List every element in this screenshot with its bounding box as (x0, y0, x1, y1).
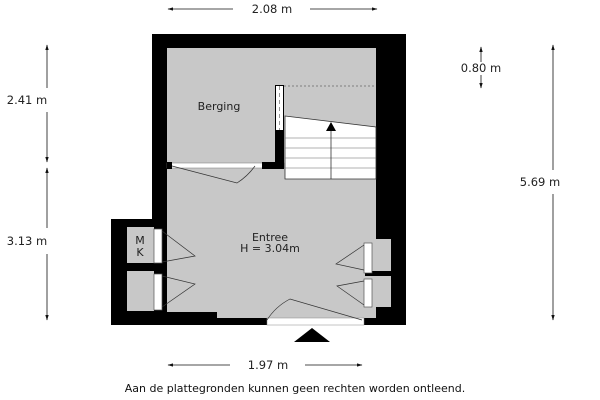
meter-closet-k: K (136, 246, 144, 259)
dimension-left-lower: 3.13 m (7, 234, 47, 248)
right-closet-divider (365, 271, 391, 276)
dimension-right-small: 0.80 m (461, 61, 501, 75)
room-height: H = 3.04m (240, 242, 300, 255)
room-label-berging: Berging (198, 100, 241, 113)
dimension-bottom-width: 1.97 m (248, 358, 288, 372)
room-label-entree: Entree (252, 231, 288, 244)
dimension-lines (45, 7, 555, 367)
dimension-top-width: 2.08 m (252, 2, 292, 16)
meter-closet-wall (127, 263, 157, 271)
bottom-wall (127, 312, 217, 325)
berging-partition (166, 85, 376, 169)
disclaimer-caption: Aan de plattegronden kunnen geen rechten… (125, 382, 465, 395)
entrance-arrow-icon (294, 328, 330, 342)
stairs (284, 115, 377, 180)
entrance-threshold (266, 317, 365, 326)
stair-direction-arrow-icon (326, 122, 336, 131)
dimension-right-total: 5.69 m (520, 175, 560, 189)
meter-closet-m: M (135, 234, 145, 247)
doors (153, 165, 373, 321)
dimension-left-upper: 2.41 m (7, 93, 47, 107)
